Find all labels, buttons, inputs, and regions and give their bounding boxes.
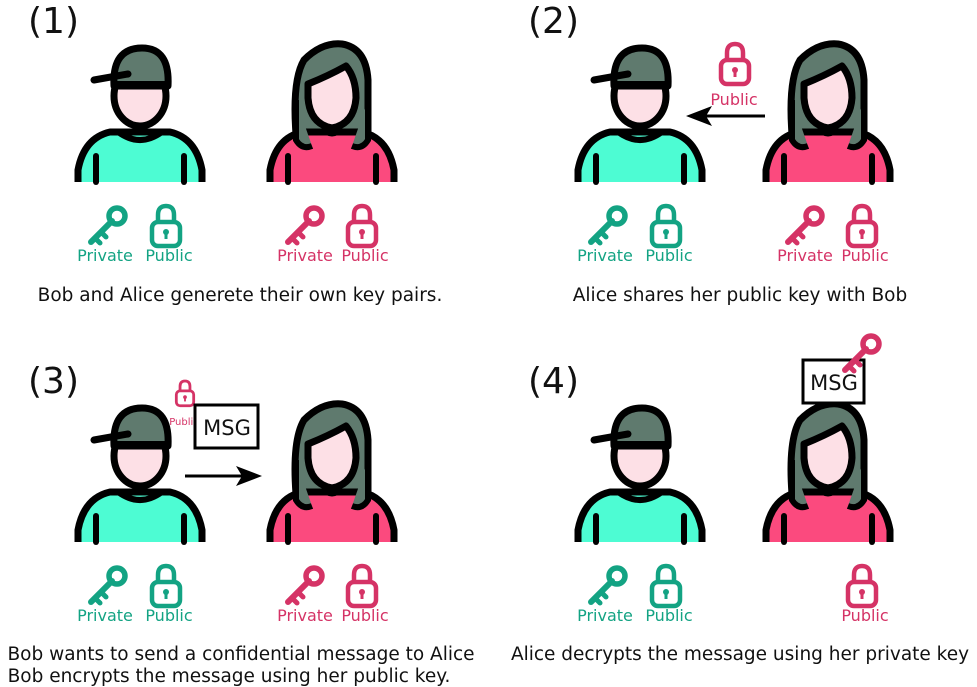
message-label: MSG bbox=[203, 416, 251, 440]
alice-private-key-icon bbox=[788, 208, 822, 243]
bob-public-lock-icon bbox=[152, 206, 180, 246]
panel-number: (3) bbox=[28, 361, 79, 402]
bob-avatar bbox=[578, 408, 702, 542]
alice-public-lock-icon bbox=[348, 206, 376, 246]
bob-avatar bbox=[78, 48, 202, 182]
bob-private-key-icon bbox=[91, 208, 125, 243]
panel-caption-line-2: Bob encrypts the message using her publi… bbox=[8, 666, 451, 687]
alice-public-label: Public bbox=[341, 606, 388, 625]
bob-public-label: Public bbox=[145, 246, 192, 265]
bob-private-label: Private bbox=[577, 246, 633, 265]
alice-public-lock-icon bbox=[848, 566, 876, 606]
small-public-label: Public bbox=[169, 417, 199, 428]
alice-avatar bbox=[766, 44, 890, 182]
bob-private-key-icon bbox=[591, 208, 625, 243]
message-label: MSG bbox=[810, 371, 858, 395]
panel-4: (4) MSG Private Public Public Alice decr… bbox=[511, 336, 969, 665]
bob-public-lock-icon bbox=[152, 566, 180, 606]
panel-caption-line-1: Bob wants to send a confidential message… bbox=[7, 644, 474, 665]
alice-private-key-icon bbox=[288, 568, 322, 603]
panel-3: (3) Public MSG Private Public Private Pu… bbox=[7, 361, 474, 687]
panel-1: (1) Private Public Private Public Bob an… bbox=[28, 1, 442, 306]
alice-public-label: Public bbox=[841, 606, 888, 625]
alice-private-key-icon bbox=[288, 208, 322, 243]
bob-public-label: Public bbox=[645, 246, 692, 265]
bob-private-label: Private bbox=[577, 606, 633, 625]
panel-caption: Bob and Alice generete their own key pai… bbox=[38, 285, 443, 306]
alice-avatar bbox=[270, 44, 394, 182]
bob-public-lock-icon bbox=[652, 206, 680, 246]
panel-caption: Alice shares her public key with Bob bbox=[573, 285, 907, 306]
small-public-lock-icon bbox=[174, 379, 196, 408]
alice-public-label: Public bbox=[841, 246, 888, 265]
panel-caption: Alice decrypts the message using her pri… bbox=[511, 644, 969, 665]
panel-2: (2) Public Private Public Private Public… bbox=[528, 1, 907, 306]
bob-public-label: Public bbox=[645, 606, 692, 625]
decrypt-private-key-icon bbox=[845, 336, 879, 371]
send-arrow-head bbox=[236, 466, 262, 486]
bob-public-label: Public bbox=[145, 606, 192, 625]
alice-public-label: Public bbox=[341, 246, 388, 265]
shared-public-label: Public bbox=[710, 90, 757, 109]
shared-public-lock-icon bbox=[721, 44, 749, 84]
alice-private-label: Private bbox=[777, 246, 833, 265]
alice-private-label: Private bbox=[277, 246, 333, 265]
message-box bbox=[193, 403, 260, 450]
bob-private-label: Private bbox=[77, 246, 133, 265]
bob-public-lock-icon bbox=[652, 566, 680, 606]
alice-public-lock-icon bbox=[348, 566, 376, 606]
bob-avatar bbox=[578, 48, 702, 182]
bob-private-key-icon bbox=[91, 568, 125, 603]
alice-avatar bbox=[766, 404, 890, 542]
panel-number: (4) bbox=[528, 361, 579, 402]
transfer-arrow-head bbox=[686, 106, 712, 126]
bob-avatar bbox=[78, 408, 202, 542]
alice-public-lock-icon bbox=[848, 206, 876, 246]
bob-private-key-icon bbox=[591, 568, 625, 603]
panel-number: (1) bbox=[28, 1, 79, 42]
alice-avatar bbox=[270, 404, 394, 542]
bob-private-label: Private bbox=[77, 606, 133, 625]
alice-private-label: Private bbox=[277, 606, 333, 625]
panel-number: (2) bbox=[528, 1, 579, 42]
message-box bbox=[801, 358, 866, 405]
